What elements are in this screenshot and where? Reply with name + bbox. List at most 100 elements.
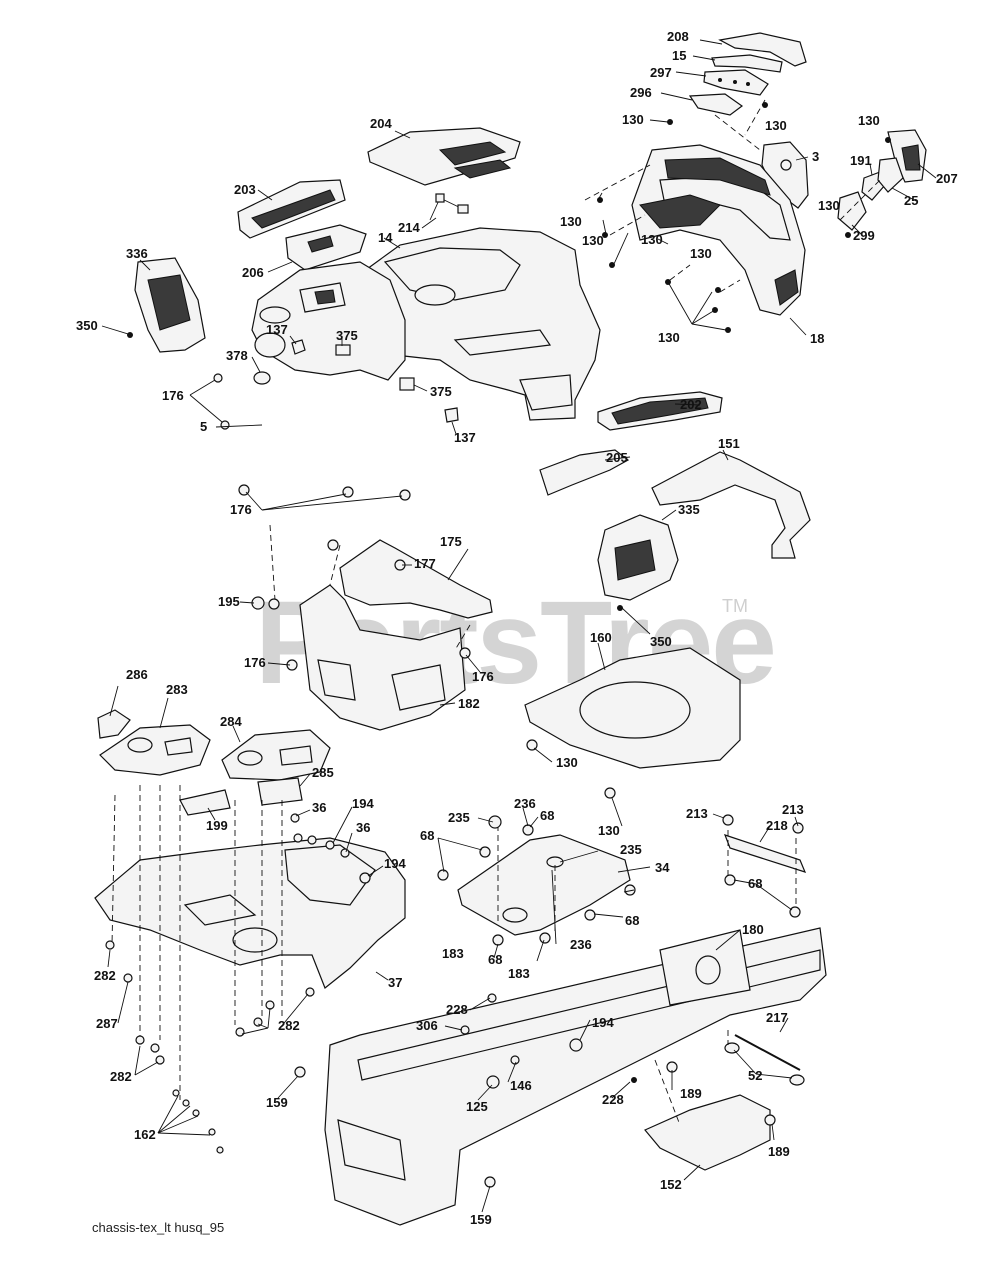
part-52 — [724, 1042, 805, 1086]
callout-205: 205 — [606, 450, 628, 465]
assembly-lines — [111, 99, 881, 1126]
part-375-a — [335, 344, 351, 356]
drawing-code: chassis-tex_lt husq_95 — [92, 1220, 225, 1235]
part-203 — [237, 179, 346, 239]
part-182 — [299, 584, 466, 731]
callout-203: 203 — [234, 182, 256, 197]
callout-183: 183 — [508, 966, 530, 981]
callout-180: 180 — [742, 922, 764, 937]
part-299 — [837, 191, 867, 231]
callout-336: 336 — [126, 246, 148, 261]
part-284 — [221, 729, 331, 781]
callout-283: 283 — [166, 682, 188, 697]
callout-137: 137 — [266, 322, 288, 337]
callout-207: 207 — [936, 171, 958, 186]
callout-214: 214 — [398, 220, 420, 235]
callout-208: 208 — [667, 29, 689, 44]
part-199 — [179, 789, 231, 816]
part-204 — [367, 127, 521, 186]
callout-177: 177 — [414, 556, 436, 571]
callout-3: 3 — [812, 149, 819, 164]
part-378 — [253, 371, 271, 385]
callout-68: 68 — [420, 828, 434, 843]
callout-194: 194 — [352, 796, 374, 811]
callout-34: 34 — [655, 860, 670, 875]
part-218 — [723, 834, 807, 873]
part-296 — [688, 93, 744, 116]
callout-189: 189 — [768, 1144, 790, 1159]
part-214 — [429, 193, 469, 221]
part-137-b — [444, 407, 459, 423]
callout-235: 235 — [448, 810, 470, 825]
callout-189: 189 — [680, 1086, 702, 1101]
callout-195: 195 — [218, 594, 240, 609]
part-297 — [703, 69, 769, 96]
callout-194: 194 — [384, 856, 406, 871]
callout-152: 152 — [660, 1177, 682, 1192]
callout-130: 130 — [622, 112, 644, 127]
callout-287: 287 — [96, 1016, 118, 1031]
callout-194: 194 — [592, 1015, 614, 1030]
callout-25: 25 — [904, 193, 918, 208]
callout-130: 130 — [690, 246, 712, 261]
callout-213: 213 — [782, 802, 804, 817]
trademark-mark: TM — [722, 596, 748, 616]
callout-68: 68 — [748, 876, 762, 891]
part-283 — [99, 724, 211, 776]
callout-297: 297 — [650, 65, 672, 80]
callout-36: 36 — [312, 800, 326, 815]
callout-286: 286 — [126, 667, 148, 682]
callout-162: 162 — [134, 1127, 156, 1142]
part-152 — [644, 1094, 771, 1171]
callout-159: 159 — [470, 1212, 492, 1227]
callout-14: 14 — [378, 230, 393, 245]
part-336 — [134, 257, 206, 353]
part-205 — [539, 449, 630, 496]
callout-68: 68 — [540, 808, 554, 823]
part-25 — [877, 157, 904, 193]
callout-375: 375 — [336, 328, 358, 343]
part-217 — [734, 1034, 801, 1071]
callout-202: 202 — [680, 397, 702, 412]
callout-182: 182 — [458, 696, 480, 711]
callout-36: 36 — [356, 820, 370, 835]
callout-159: 159 — [266, 1095, 288, 1110]
callout-282: 282 — [278, 1018, 300, 1033]
callout-130: 130 — [582, 233, 604, 248]
callout-204: 204 — [370, 116, 392, 131]
callout-137: 137 — [454, 430, 476, 445]
callout-236: 236 — [570, 937, 592, 952]
part-18 — [631, 144, 806, 316]
callout-176: 176 — [162, 388, 184, 403]
callout-228: 228 — [602, 1092, 624, 1107]
leader-lines — [101, 39, 937, 1213]
part-175 — [339, 539, 493, 619]
part-5 — [251, 261, 406, 381]
callout-68: 68 — [625, 913, 639, 928]
callout-199: 199 — [206, 818, 228, 833]
callout-183: 183 — [442, 946, 464, 961]
callout-282: 282 — [94, 968, 116, 983]
callout-37: 37 — [388, 975, 402, 990]
part-14 — [344, 227, 601, 421]
part-202 — [597, 391, 723, 431]
callout-68: 68 — [488, 952, 502, 967]
callout-130: 130 — [598, 823, 620, 838]
callout-130: 130 — [556, 755, 578, 770]
callout-130: 130 — [658, 330, 680, 345]
callout-213: 213 — [686, 806, 708, 821]
callout-206: 206 — [242, 265, 264, 280]
callout-130: 130 — [765, 118, 787, 133]
part-15 — [711, 54, 783, 73]
callout-282: 282 — [110, 1069, 132, 1084]
callout-299: 299 — [853, 228, 875, 243]
callout-378: 378 — [226, 348, 248, 363]
part-151 — [651, 451, 811, 559]
part-335 — [597, 514, 679, 601]
part-286 — [97, 709, 131, 739]
callout-335: 335 — [678, 502, 700, 517]
callout-130: 130 — [641, 232, 663, 247]
part-285 — [257, 777, 303, 806]
